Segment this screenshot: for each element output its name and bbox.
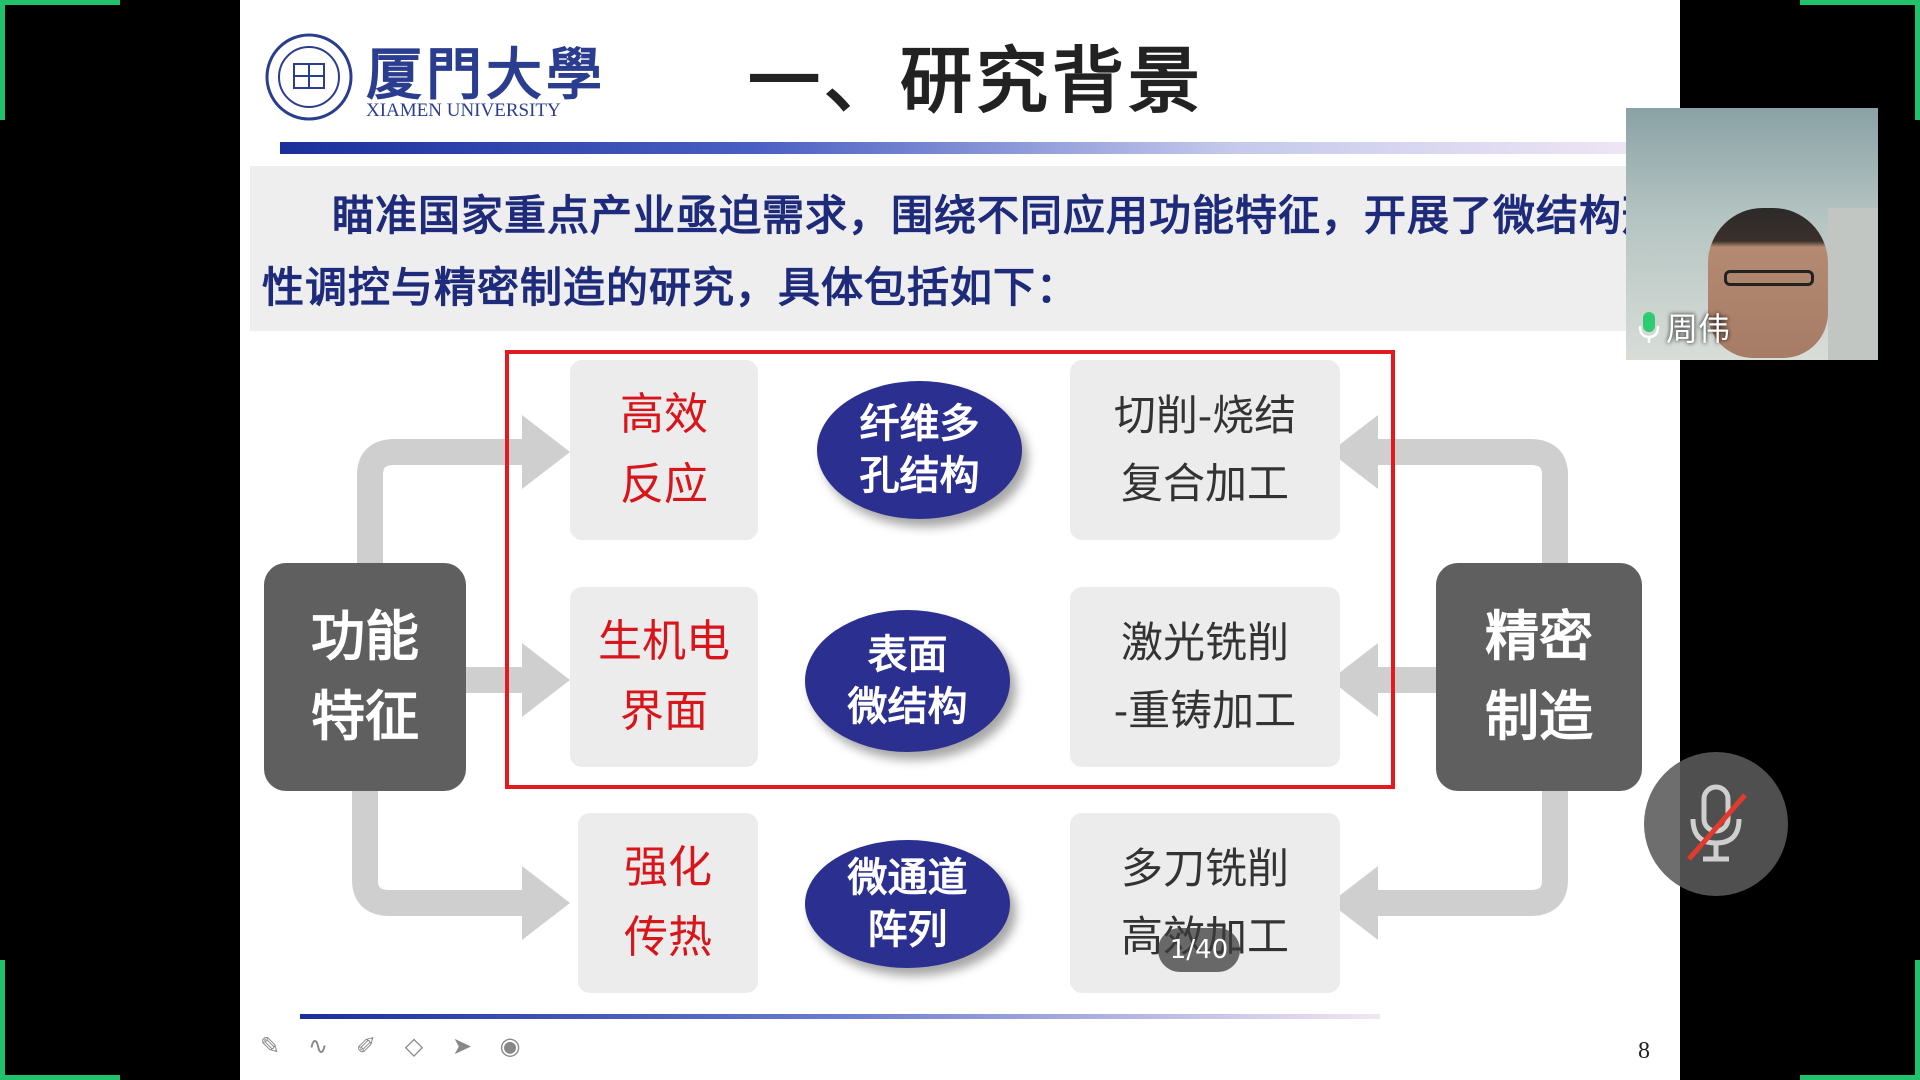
title-underline xyxy=(280,142,1640,154)
frame-corner-bottom-left xyxy=(0,1075,120,1080)
function-feature-box: 功能特征 xyxy=(264,563,466,791)
university-seal-icon xyxy=(265,33,353,121)
slide-counter-badge: 1/40 xyxy=(1158,928,1240,972)
arrowhead-row3-icon xyxy=(522,866,570,940)
slide-title: 一、研究背景 xyxy=(748,39,1205,123)
pointer-icon[interactable]: ➤ xyxy=(451,1032,473,1060)
function-box-row2: 生机电界面 xyxy=(570,587,758,767)
structure-row2-line1: 表面 xyxy=(867,632,948,678)
process-box-row1: 切削-烧结复合加工 xyxy=(1070,360,1340,540)
record-icon[interactable]: ◉ xyxy=(499,1032,521,1060)
highlighter-icon[interactable]: ✐ xyxy=(355,1032,377,1060)
precision-manufacturing-box: 精密制造 xyxy=(1436,563,1642,791)
participant-video-tile[interactable]: 周伟 xyxy=(1626,108,1878,360)
mic-muted-icon xyxy=(1687,784,1747,862)
arrowhead-right-row1-icon xyxy=(1330,415,1378,489)
university-logo-chinese: 厦門大學 xyxy=(366,42,606,108)
frame-corner-top-left xyxy=(0,0,120,5)
function-row2-line2: 界面 xyxy=(620,686,708,737)
participant-glasses xyxy=(1724,270,1814,286)
structure-row2-line2: 微结构 xyxy=(847,684,968,730)
function-box-row1: 高效反应 xyxy=(570,360,758,540)
function-feature-line1: 功能 xyxy=(311,605,419,668)
frame-corner-top-right xyxy=(1800,0,1920,5)
intro-panel: 瞄准国家重点产业亟迫需求，围绕不同应用功能特征，开展了微结构形性调控与精密制造的… xyxy=(250,166,1680,331)
intro-text: 瞄准国家重点产业亟迫需求，围绕不同应用功能特征，开展了微结构形性调控与精密制造的… xyxy=(262,191,1666,312)
arrow-from-right-row1-path xyxy=(1370,439,1568,570)
footer-line xyxy=(300,1014,1380,1019)
arrow-to-row3-path xyxy=(352,785,530,916)
frame-corner-bottom-right xyxy=(1800,1075,1920,1080)
function-row1-line1: 高效 xyxy=(620,389,708,440)
structure-row3-line2: 阵列 xyxy=(867,907,948,953)
structure-oval-row1: 纤维多孔结构 xyxy=(817,381,1022,519)
process-row2-line2: -重铸加工 xyxy=(1113,686,1297,735)
frame-corner-top-left-v xyxy=(0,0,5,120)
arrow-from-right-row3-path xyxy=(1370,785,1568,916)
structure-row1-line1: 纤维多 xyxy=(859,401,980,447)
highlight-frame xyxy=(505,350,1395,789)
mic-active-icon xyxy=(1638,312,1660,343)
precision-manufacturing-line1: 精密 xyxy=(1485,605,1593,668)
arrowhead-right-row3-icon xyxy=(1330,866,1378,940)
arrowhead-row1-icon xyxy=(522,415,570,489)
arrow-to-row1-path xyxy=(357,439,530,570)
mute-toggle-button[interactable] xyxy=(1644,752,1788,896)
frame-corner-top-right-v xyxy=(1915,0,1920,120)
process-row2-line1: 激光铣削 xyxy=(1120,618,1289,667)
curve-icon[interactable]: ∿ xyxy=(307,1032,329,1060)
structure-row1-line2: 孔结构 xyxy=(859,453,980,499)
structure-row3-line1: 微通道 xyxy=(847,855,968,901)
structure-oval-row2: 表面微结构 xyxy=(805,610,1010,752)
arrowhead-row2-icon xyxy=(522,643,570,717)
page-number: 8 xyxy=(1638,1038,1650,1064)
participant-name: 周伟 xyxy=(1666,310,1731,348)
university-logo-english: XIAMEN UNIVERSITY xyxy=(366,100,561,121)
function-row1-line2: 反应 xyxy=(620,459,708,510)
function-row3-line2: 传热 xyxy=(624,912,712,963)
function-feature-line2: 特征 xyxy=(311,685,419,748)
function-row3-line1: 强化 xyxy=(624,842,712,893)
function-row2-line1: 生机电 xyxy=(598,616,730,667)
eraser-icon[interactable]: ◇ xyxy=(404,1032,424,1060)
arrowhead-right-row2-icon xyxy=(1330,643,1378,717)
video-background-wall xyxy=(1828,208,1878,360)
function-box-row3: 强化传热 xyxy=(578,813,758,993)
frame-corner-bottom-left-v xyxy=(0,960,5,1080)
annotation-toolbar: ✎ ∿ ✐ ◇ ➤ ◉ xyxy=(256,1032,524,1060)
process-row1-line1: 切削-烧结 xyxy=(1113,391,1297,440)
frame-corner-bottom-right-v xyxy=(1915,960,1920,1080)
structure-oval-row3: 微通道阵列 xyxy=(805,840,1010,968)
precision-manufacturing-line2: 制造 xyxy=(1485,685,1593,748)
flow-arrows xyxy=(352,415,1568,940)
process-row1-line2: 复合加工 xyxy=(1120,459,1289,508)
process-row3-line1: 多刀铣削 xyxy=(1120,844,1289,893)
process-box-row2: 激光铣削 -重铸加工 xyxy=(1070,587,1340,767)
presentation-slide: 厦門大學 XIAMEN UNIVERSITY 一、研究背景 瞄准国家重点产业亟迫… xyxy=(240,0,1680,1080)
pen-icon[interactable]: ✎ xyxy=(259,1032,281,1060)
participant-label: 周伟 xyxy=(1638,304,1730,350)
